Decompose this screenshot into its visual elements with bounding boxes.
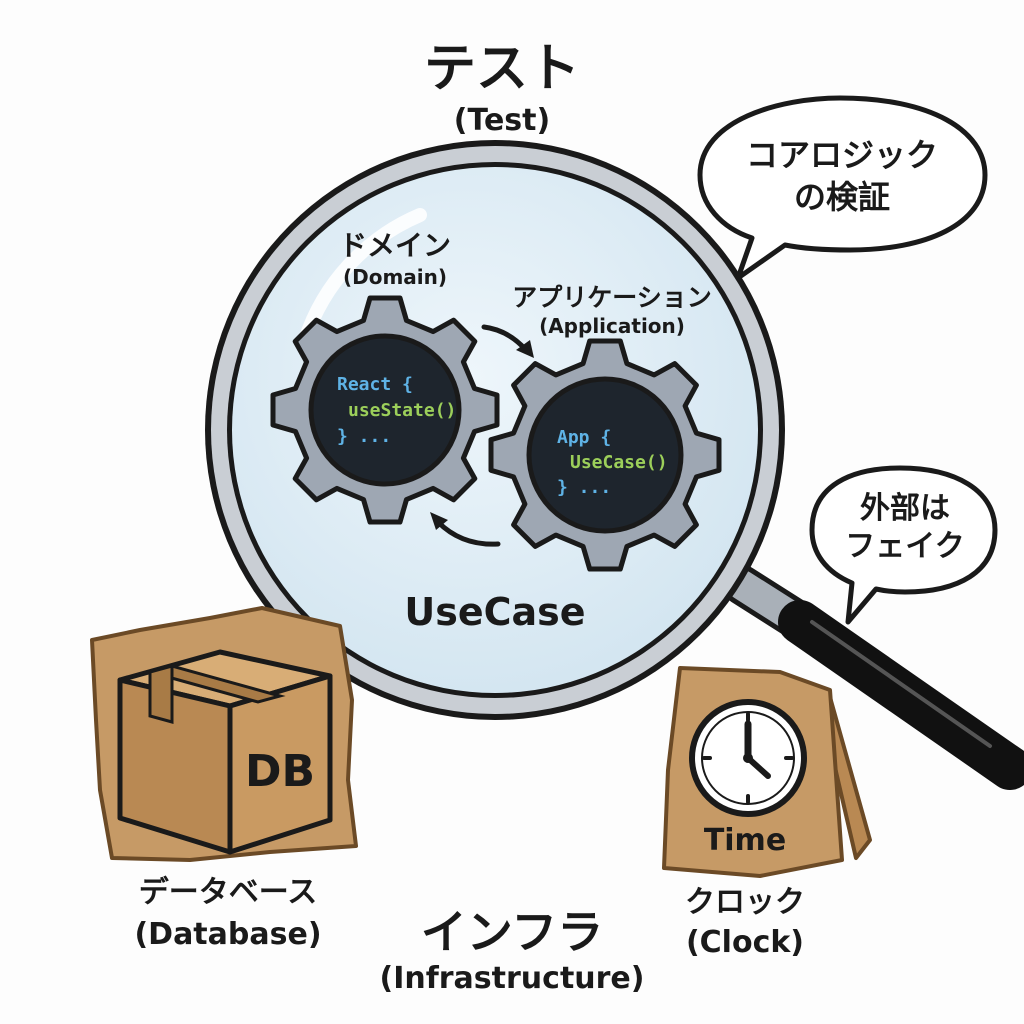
speech-bubble-fake: 外部は フェイク	[809, 465, 998, 625]
magnifier-lens	[205, 140, 785, 720]
infra-sub: (Infrastructure)	[379, 961, 644, 996]
database-cardboard: DB	[90, 606, 358, 862]
bubble-core-line-1: コアロジック	[746, 136, 938, 174]
cycle-arrows	[430, 324, 534, 547]
clock-label: クロック	[685, 885, 805, 920]
clock-sub: (Clock)	[686, 925, 804, 960]
application-code-line-1: App {	[557, 427, 611, 448]
db-box-text: DB	[245, 746, 315, 797]
title-main: テスト	[424, 39, 580, 99]
title-sub: (Test)	[454, 103, 550, 138]
application-code-line-3: } ...	[557, 477, 611, 498]
bubble-fake-line-1: 外部は	[860, 491, 950, 526]
domain-label: ドメイン	[339, 229, 451, 262]
infra-label: インフラ	[421, 905, 604, 959]
clock-sign: Time	[662, 666, 872, 878]
database-label: データベース	[139, 875, 318, 910]
arrow-head-left	[430, 512, 448, 530]
arrow-head-right	[516, 340, 534, 358]
domain-sub: (Domain)	[343, 265, 447, 289]
application-code: App { UseCase() } ...	[557, 427, 668, 498]
application-gear	[488, 338, 722, 572]
domain-gear	[270, 295, 500, 525]
bubble-fake-line-2: フェイク	[845, 529, 964, 564]
usecase-label: UseCase	[404, 590, 585, 634]
domain-code-line-2: useState()	[348, 400, 456, 421]
clock-sign-text: Time	[704, 823, 786, 858]
database-sub: (Database)	[134, 917, 321, 952]
application-code-line-2: UseCase()	[570, 452, 668, 473]
domain-code-line-3: } ...	[337, 426, 391, 447]
application-label: アプリケーション	[512, 283, 712, 312]
bubble-core-line-2: の検証	[794, 178, 890, 216]
speech-bubble-core: コアロジック の検証	[697, 95, 988, 281]
domain-code-line-1: React {	[337, 374, 413, 395]
domain-code: React { useState() } ...	[337, 374, 456, 447]
magnifier-handle	[722, 565, 1024, 790]
box-right-face	[227, 673, 333, 855]
application-sub: (Application)	[539, 314, 685, 338]
